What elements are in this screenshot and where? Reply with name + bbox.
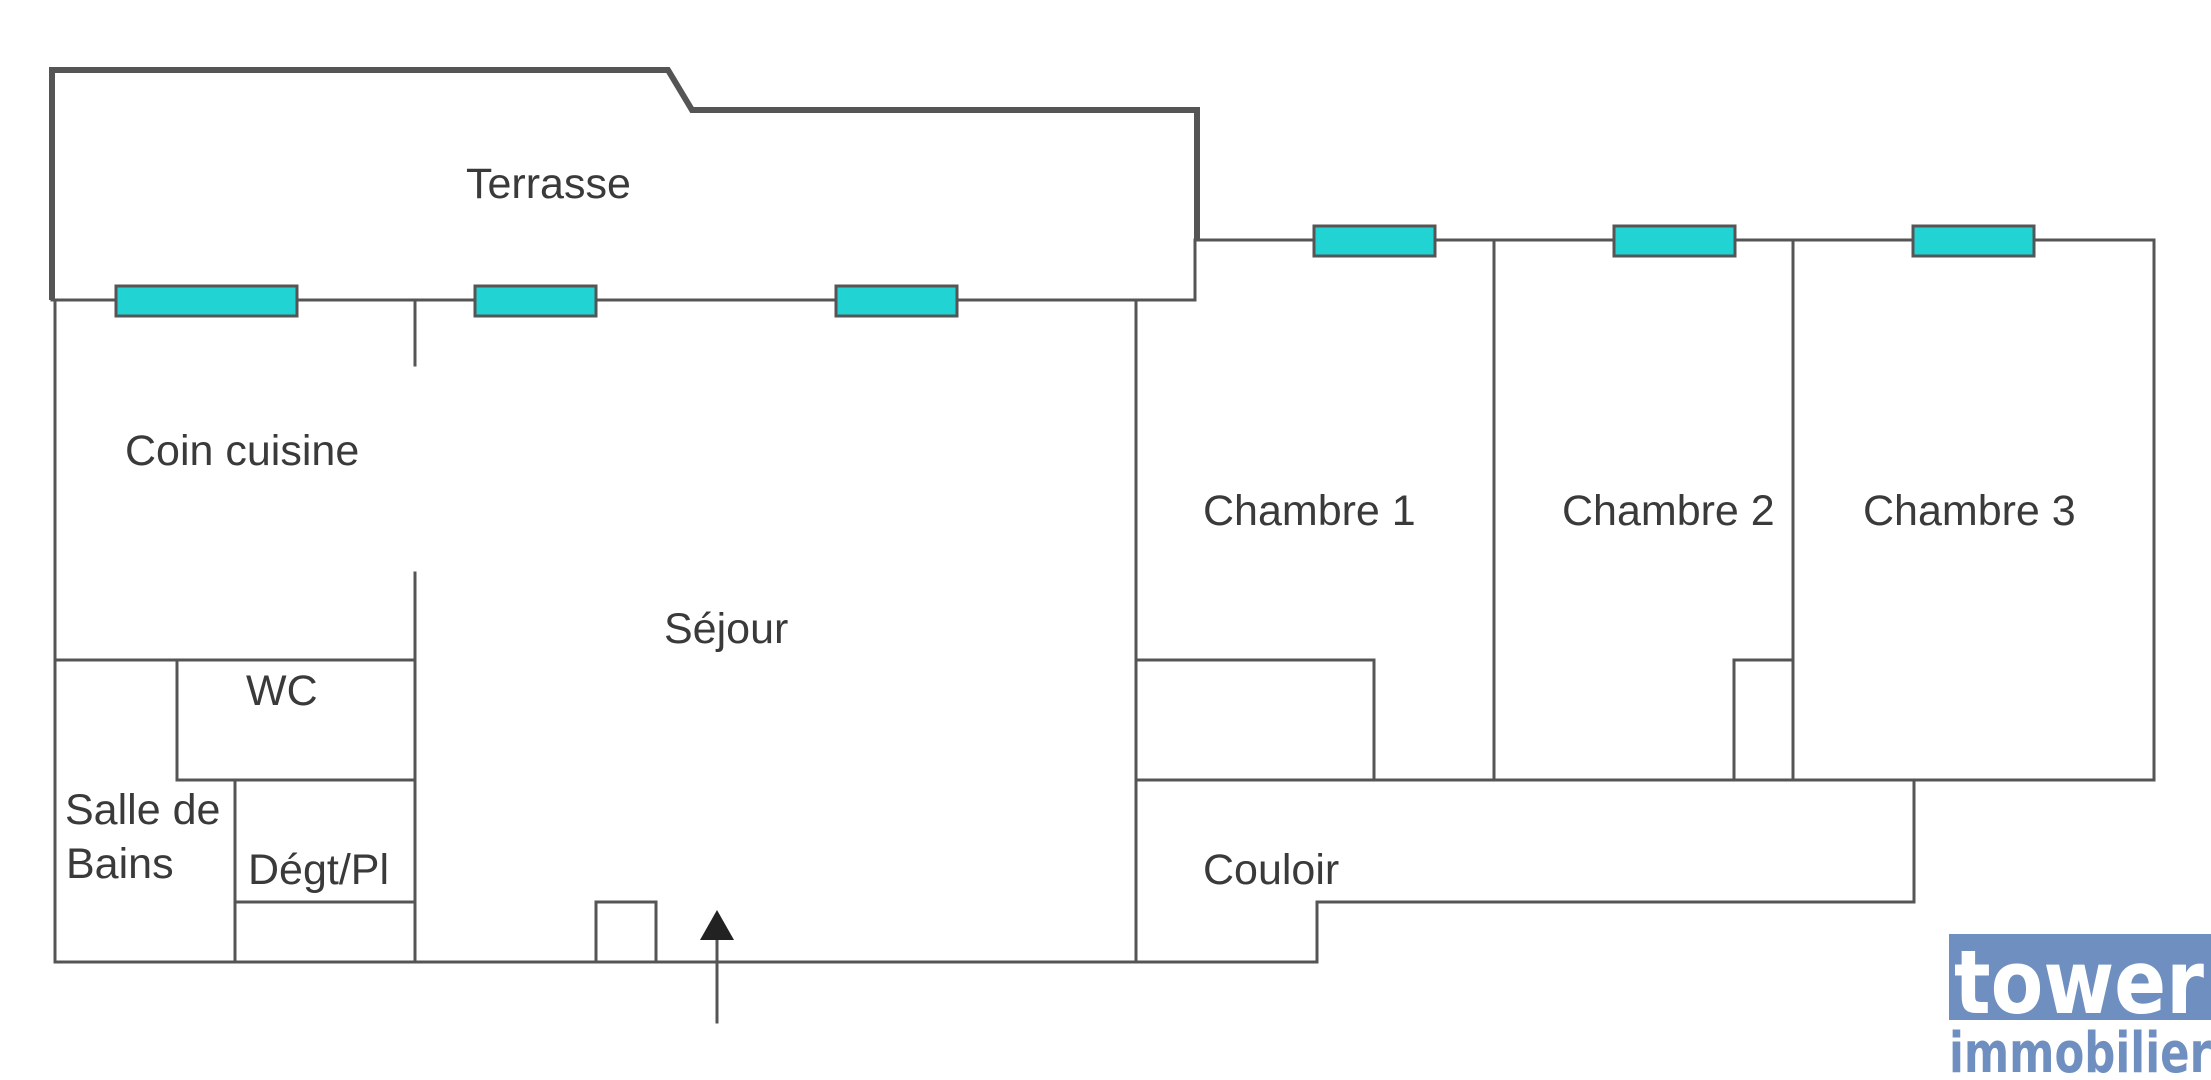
logo-name: tower bbox=[1954, 931, 2205, 1034]
window-chambre3 bbox=[1911, 224, 2036, 258]
window-sejour-2 bbox=[834, 284, 959, 318]
entrance-box bbox=[594, 900, 658, 964]
closet-chambre2 bbox=[1732, 658, 1795, 782]
entrance-arrow-head bbox=[700, 910, 734, 940]
couloir-outline bbox=[1315, 778, 1916, 964]
label-couloir: Couloir bbox=[1203, 846, 1339, 894]
label-chambre-2: Chambre 2 bbox=[1562, 487, 1775, 535]
label-coin-cuisine: Coin cuisine bbox=[125, 427, 359, 475]
label-terrasse: Terrasse bbox=[466, 160, 631, 208]
label-salle-de-bains-2: Bains bbox=[66, 840, 174, 888]
window-sejour-1 bbox=[473, 284, 598, 318]
window-kitchen bbox=[114, 284, 299, 318]
label-salle-de-bains-1: Salle de bbox=[65, 786, 220, 834]
terrace-outline bbox=[49, 67, 1200, 300]
logo-box bbox=[1949, 934, 2211, 1020]
label-degt-pl: Dégt/Pl bbox=[248, 846, 389, 894]
label-chambre-1: Chambre 1 bbox=[1203, 487, 1416, 535]
tower-logo: tower immobilier bbox=[1949, 931, 2211, 1080]
logo-subtitle: immobilier bbox=[1949, 1021, 2211, 1080]
label-wc: WC bbox=[246, 667, 318, 715]
window-chambre1 bbox=[1312, 224, 1437, 258]
label-chambre-3: Chambre 3 bbox=[1863, 487, 2076, 535]
label-sejour: Séjour bbox=[664, 605, 788, 653]
closet-chambre1 bbox=[1134, 658, 1376, 782]
window-chambre2 bbox=[1612, 224, 1737, 258]
